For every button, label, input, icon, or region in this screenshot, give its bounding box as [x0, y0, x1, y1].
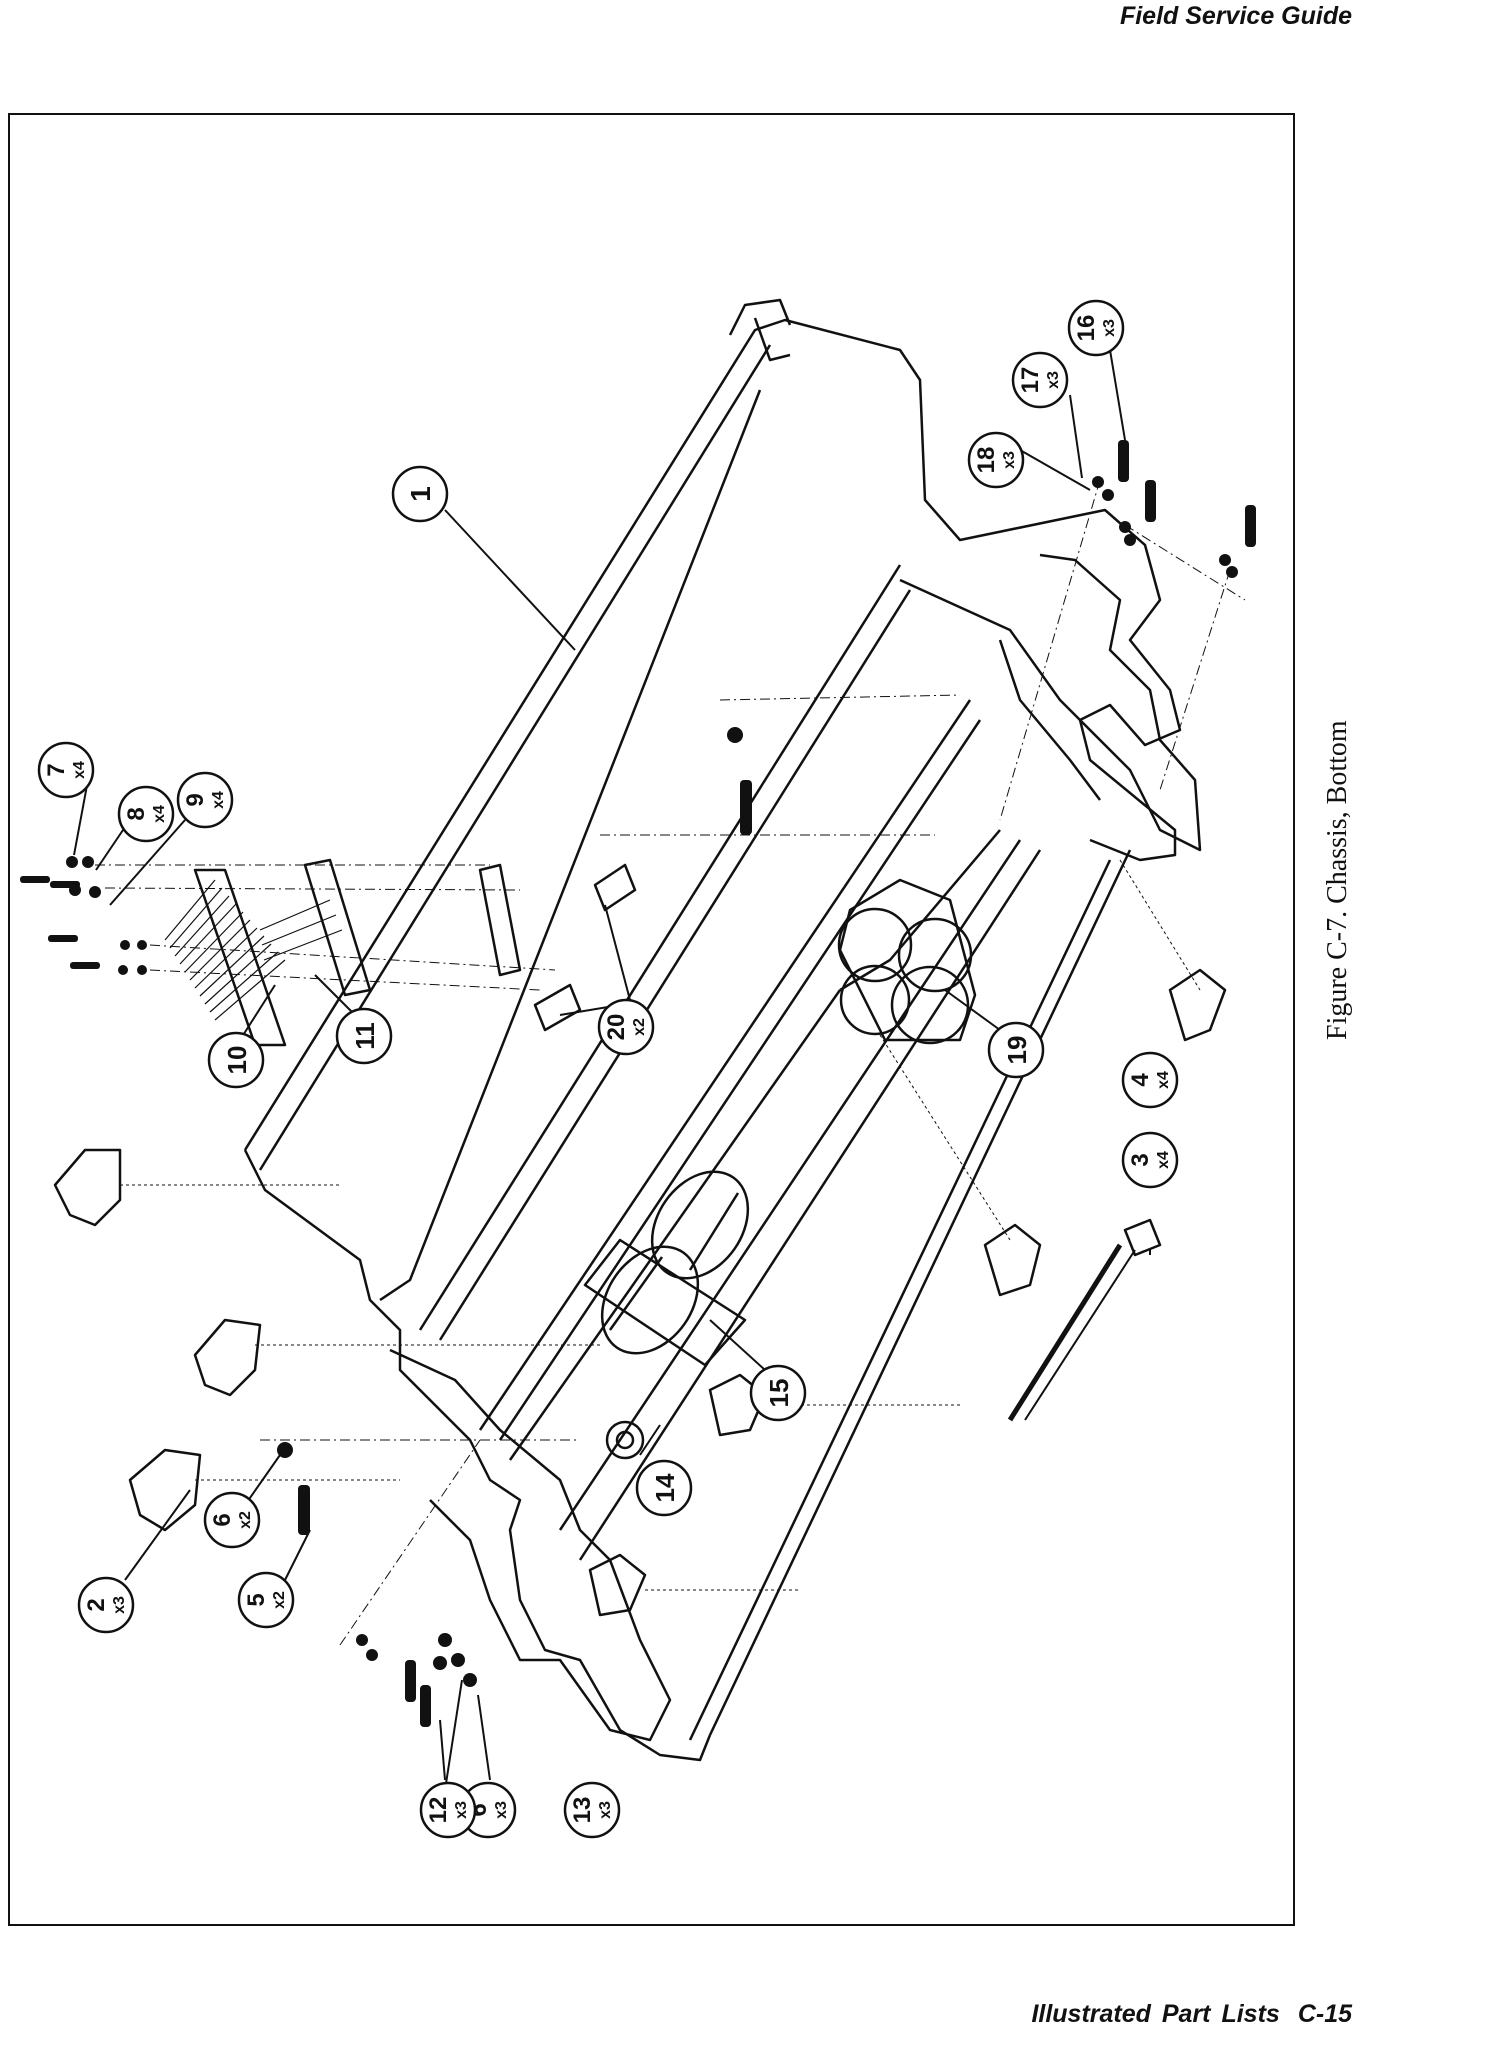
- svg-text:5: 5: [243, 1593, 270, 1606]
- svg-text:20: 20: [603, 1014, 630, 1041]
- callout-3: 3 x4: [1121, 1131, 1179, 1189]
- svg-text:x3: x3: [597, 1801, 614, 1819]
- svg-text:x3: x3: [111, 1596, 128, 1614]
- svg-text:10: 10: [222, 1046, 252, 1075]
- svg-text:x3: x3: [1045, 371, 1062, 389]
- svg-text:12: 12: [425, 1797, 452, 1824]
- svg-text:x4: x4: [210, 791, 227, 809]
- leader-1: [444, 509, 576, 651]
- callout-14: 14: [635, 1459, 693, 1517]
- foot-pad: [53, 1148, 122, 1227]
- chassis-rail-top: [243, 318, 1182, 1151]
- callout-6-x2: 6 x2: [203, 1491, 261, 1549]
- callout-1: 1: [391, 465, 449, 523]
- svg-text:19: 19: [1002, 1036, 1032, 1065]
- callout-5: 5 x2: [237, 1571, 295, 1629]
- callout-17: 17 x3: [1011, 351, 1069, 409]
- callout-15: 15: [749, 1364, 807, 1422]
- callout-20: 20 x2: [597, 998, 655, 1056]
- svg-text:x4: x4: [151, 805, 168, 823]
- svg-text:4: 4: [1127, 1073, 1154, 1087]
- callout-16: 16 x3: [1067, 299, 1125, 357]
- footer-page-number: C-15: [1297, 2000, 1352, 2028]
- svg-text:16: 16: [1073, 315, 1100, 342]
- callout-8: 8 x4: [117, 785, 175, 843]
- svg-text:2: 2: [83, 1598, 110, 1611]
- callout-19: 19: [987, 1021, 1045, 1079]
- page-header: Field Service Guide: [1119, 2, 1352, 30]
- footer-section-title: Illustrated Part Lists: [1031, 2000, 1280, 2028]
- callout-9: 9 x4: [176, 771, 234, 829]
- svg-text:x3: x3: [1001, 451, 1018, 469]
- svg-text:18: 18: [973, 447, 1000, 474]
- svg-text:x3: x3: [493, 1801, 510, 1819]
- svg-text:x2: x2: [271, 1591, 288, 1609]
- callout-10: 10: [207, 1031, 265, 1089]
- svg-text:13: 13: [569, 1797, 596, 1824]
- callout-2: 2 x3: [77, 1576, 135, 1634]
- svg-text:17: 17: [1017, 367, 1044, 394]
- figure-frame: [8, 113, 1295, 1926]
- svg-text:15: 15: [764, 1379, 794, 1408]
- svg-text:11: 11: [350, 1022, 380, 1050]
- page-footer: Illustrated Part Lists C-15: [1013, 2000, 1352, 2029]
- callout-7: 7 x4: [37, 741, 95, 799]
- svg-text:x4: x4: [1155, 1151, 1172, 1169]
- svg-text:x4: x4: [71, 761, 88, 779]
- svg-text:x2: x2: [631, 1018, 648, 1036]
- gear-assembly: [837, 907, 913, 983]
- svg-text:3: 3: [1127, 1153, 1154, 1166]
- callout-13: 13 x3: [563, 1781, 621, 1839]
- callout-18: 18 x3: [967, 431, 1025, 489]
- end-plate-right: [899, 553, 1202, 852]
- svg-text:14: 14: [650, 1473, 680, 1502]
- svg-text:7: 7: [43, 763, 70, 776]
- svg-text:x2: x2: [237, 1511, 254, 1529]
- svg-text:x3: x3: [453, 1801, 470, 1819]
- svg-text:8: 8: [123, 807, 150, 820]
- chassis-rail-bottom: [243, 1149, 712, 1762]
- svg-text:1: 1: [405, 486, 436, 502]
- svg-text:9: 9: [182, 793, 209, 806]
- callout-12: 12 x3: [419, 1781, 477, 1839]
- motor: [650, 1170, 750, 1280]
- end-plate-left: [389, 1348, 672, 1742]
- svg-text:x3: x3: [1101, 319, 1118, 337]
- figure-caption: Figure C-7. Chassis, Bottom: [1322, 720, 1353, 1040]
- svg-text:6: 6: [209, 1513, 236, 1526]
- callout-11: 11: [335, 1007, 393, 1065]
- svg-text:x4: x4: [1155, 1071, 1172, 1089]
- callout-4: 4 x4: [1121, 1051, 1179, 1109]
- pulley: [605, 1420, 645, 1460]
